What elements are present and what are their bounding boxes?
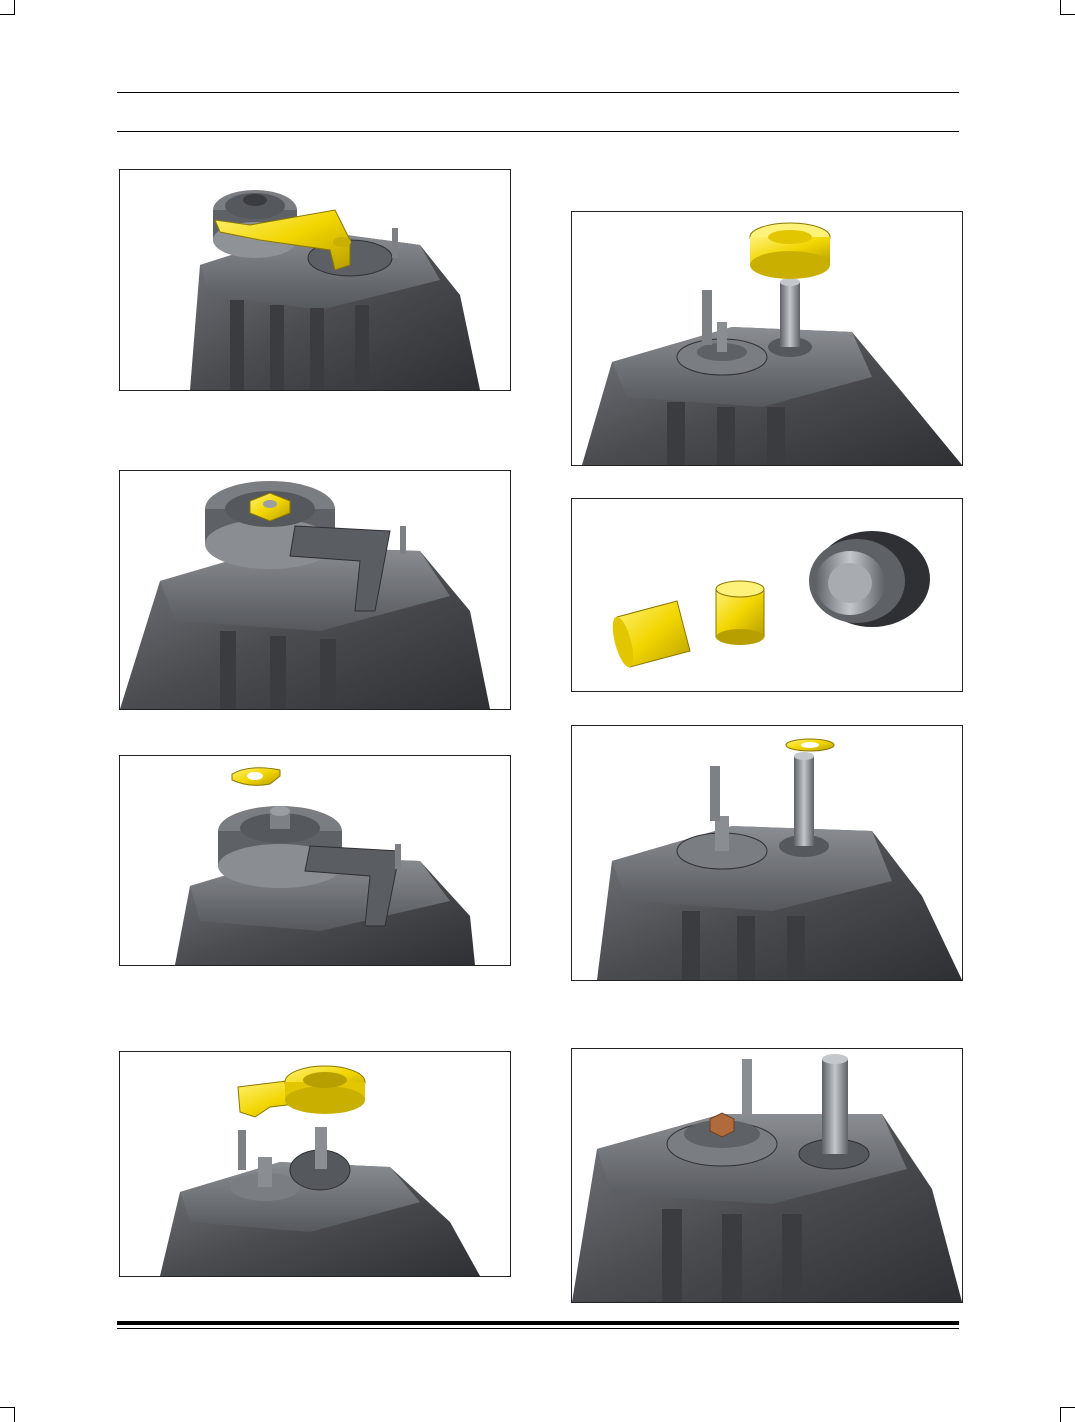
- figure-6: [571, 498, 963, 692]
- figure-5: [571, 211, 963, 466]
- yellow-bushing-icon: [612, 600, 691, 668]
- footer-rule-thin: [117, 1328, 959, 1329]
- gearbox-with-yellow-washer-lifted-icon: [597, 738, 962, 980]
- figure-7: [571, 725, 963, 981]
- crop-mark-bottom-left: [0, 1407, 15, 1422]
- crop-mark-bottom-right: [1060, 1407, 1075, 1422]
- gearbox-with-copper-nut-icon: [572, 1054, 962, 1302]
- figure-8: [571, 1048, 963, 1303]
- figure-4: [119, 1051, 511, 1277]
- gearbox-with-yellow-gear-lifted-icon: [582, 222, 962, 465]
- footer-rule-thick: [117, 1321, 959, 1325]
- gearbox-with-yellow-thrust-washer-icon: [175, 767, 475, 965]
- crop-mark-top-right: [1060, 0, 1075, 15]
- yellow-sleeve-icon: [715, 580, 765, 645]
- gearbox-with-yellow-nut-icon: [120, 481, 490, 709]
- header-rule-bottom: [117, 131, 959, 132]
- crop-mark-top-left: [0, 0, 15, 15]
- figure-2: [119, 470, 511, 710]
- gearbox-with-yellow-support-plate-icon: [190, 190, 480, 390]
- figure-1: [119, 169, 511, 391]
- bushing-sleeve-and-gear-exploded-icon: [612, 531, 930, 668]
- gear-with-bearing-icon: [809, 531, 930, 627]
- gearbox-with-yellow-bracket-lifted-icon: [160, 1065, 480, 1276]
- header-rule-top: [117, 92, 959, 93]
- figure-3: [119, 755, 511, 966]
